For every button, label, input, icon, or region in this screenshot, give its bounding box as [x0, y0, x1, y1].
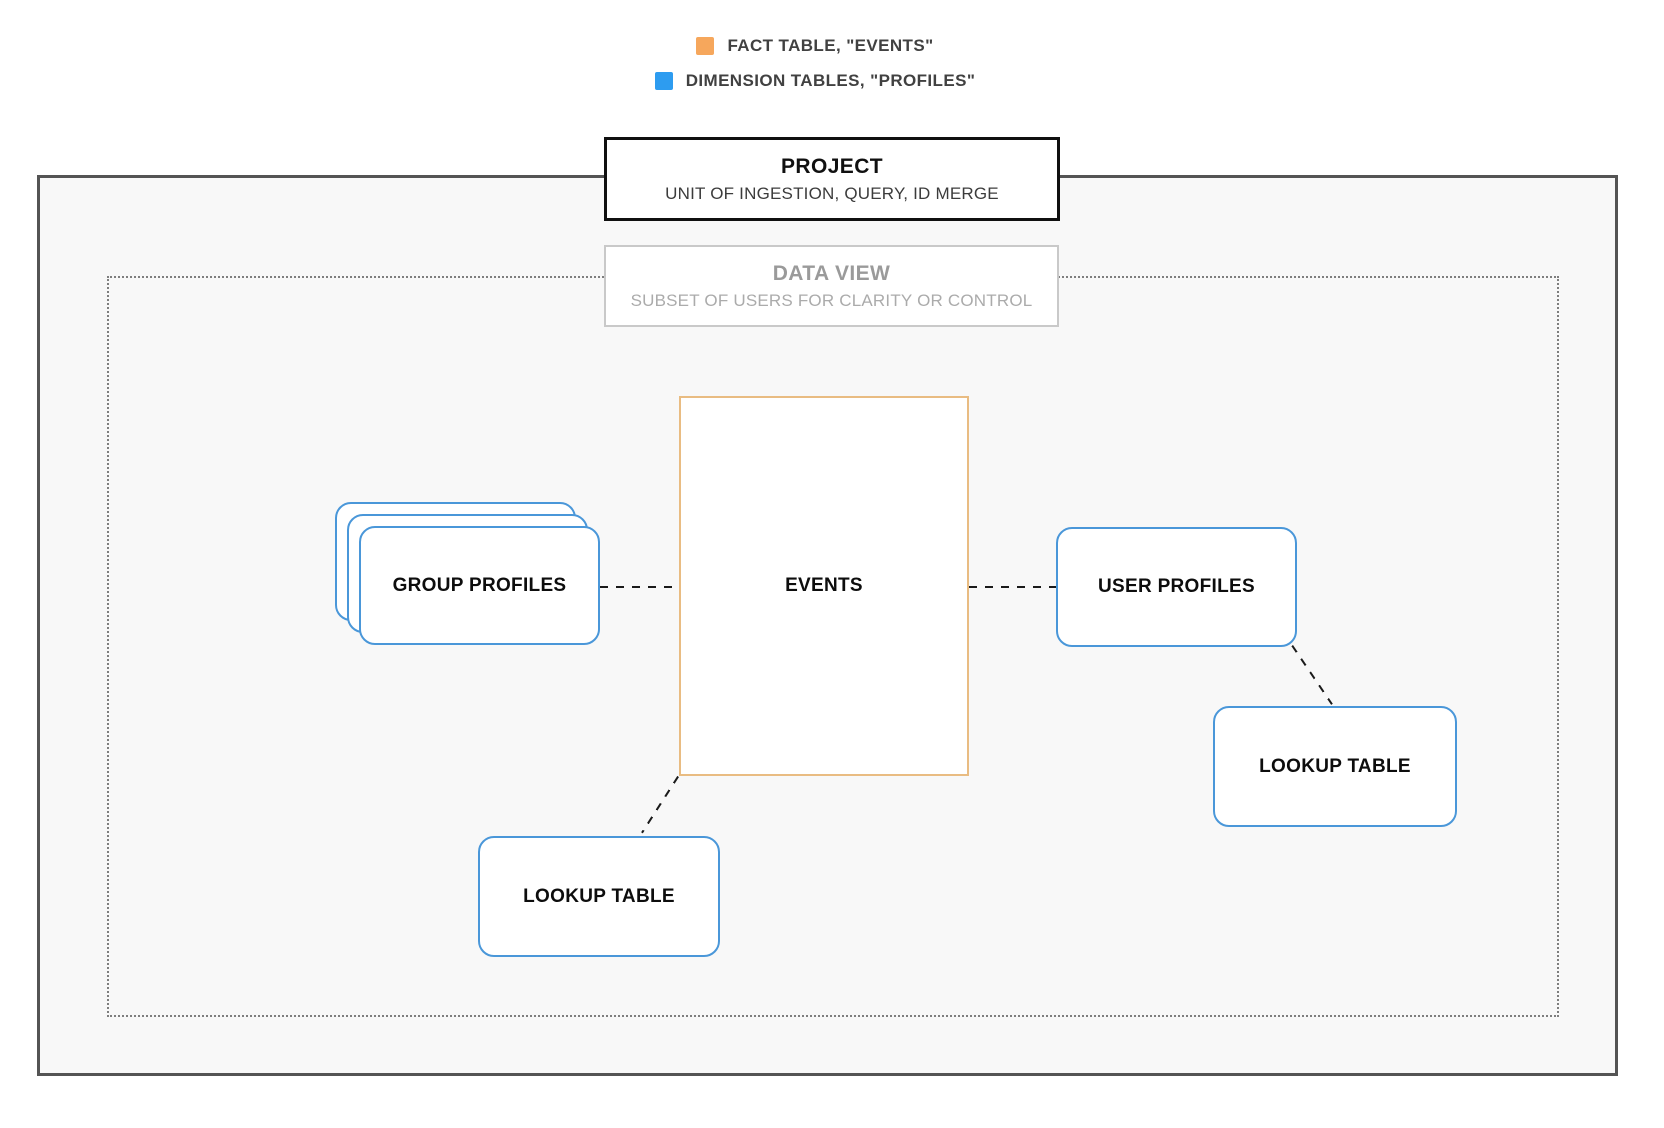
node-events: EVENTS	[679, 396, 969, 776]
project-label-box: PROJECT UNIT OF INGESTION, QUERY, ID MER…	[604, 137, 1060, 221]
node-group-profiles: GROUP PROFILES	[335, 502, 600, 645]
node-events-label: EVENTS	[785, 575, 863, 596]
edge-group-profiles-to-events	[600, 586, 679, 588]
node-lookup-table-bottom-label: LOOKUP TABLE	[523, 885, 675, 907]
legend-label-dimension-tables: DIMENSION TABLES, "PROFILES"	[685, 71, 976, 90]
node-user-profiles-label: USER PROFILES	[1098, 576, 1255, 597]
legend: FACT TABLE, "EVENTS" DIMENSION TABLES, "…	[0, 36, 1630, 91]
node-lookup-table-bottom: LOOKUP TABLE	[478, 836, 720, 957]
group-profiles-card-front: GROUP PROFILES	[359, 526, 600, 645]
legend-label-fact-table: FACT TABLE, "EVENTS"	[727, 36, 934, 55]
node-lookup-table-right-label: LOOKUP TABLE	[1259, 755, 1411, 777]
edge-events-to-user-profiles	[969, 586, 1056, 588]
fact-table-swatch-icon	[696, 37, 715, 55]
node-group-profiles-label: GROUP PROFILES	[392, 574, 567, 596]
project-title: PROJECT	[781, 154, 883, 178]
legend-item-dimension-tables: DIMENSION TABLES, "PROFILES"	[654, 71, 976, 91]
project-subtitle: UNIT OF INGESTION, QUERY, ID MERGE	[665, 183, 999, 203]
legend-item-fact-table: FACT TABLE, "EVENTS"	[696, 36, 933, 56]
data-view-label-box: DATA VIEW SUBSET OF USERS FOR CLARITY OR…	[604, 245, 1059, 327]
data-view-subtitle: SUBSET OF USERS FOR CLARITY OR CONTROL	[630, 290, 1033, 310]
data-view-title: DATA VIEW	[772, 261, 891, 285]
node-user-profiles: USER PROFILES	[1056, 527, 1297, 647]
dimension-tables-swatch-icon	[654, 72, 673, 90]
node-lookup-table-right: LOOKUP TABLE	[1213, 706, 1457, 827]
